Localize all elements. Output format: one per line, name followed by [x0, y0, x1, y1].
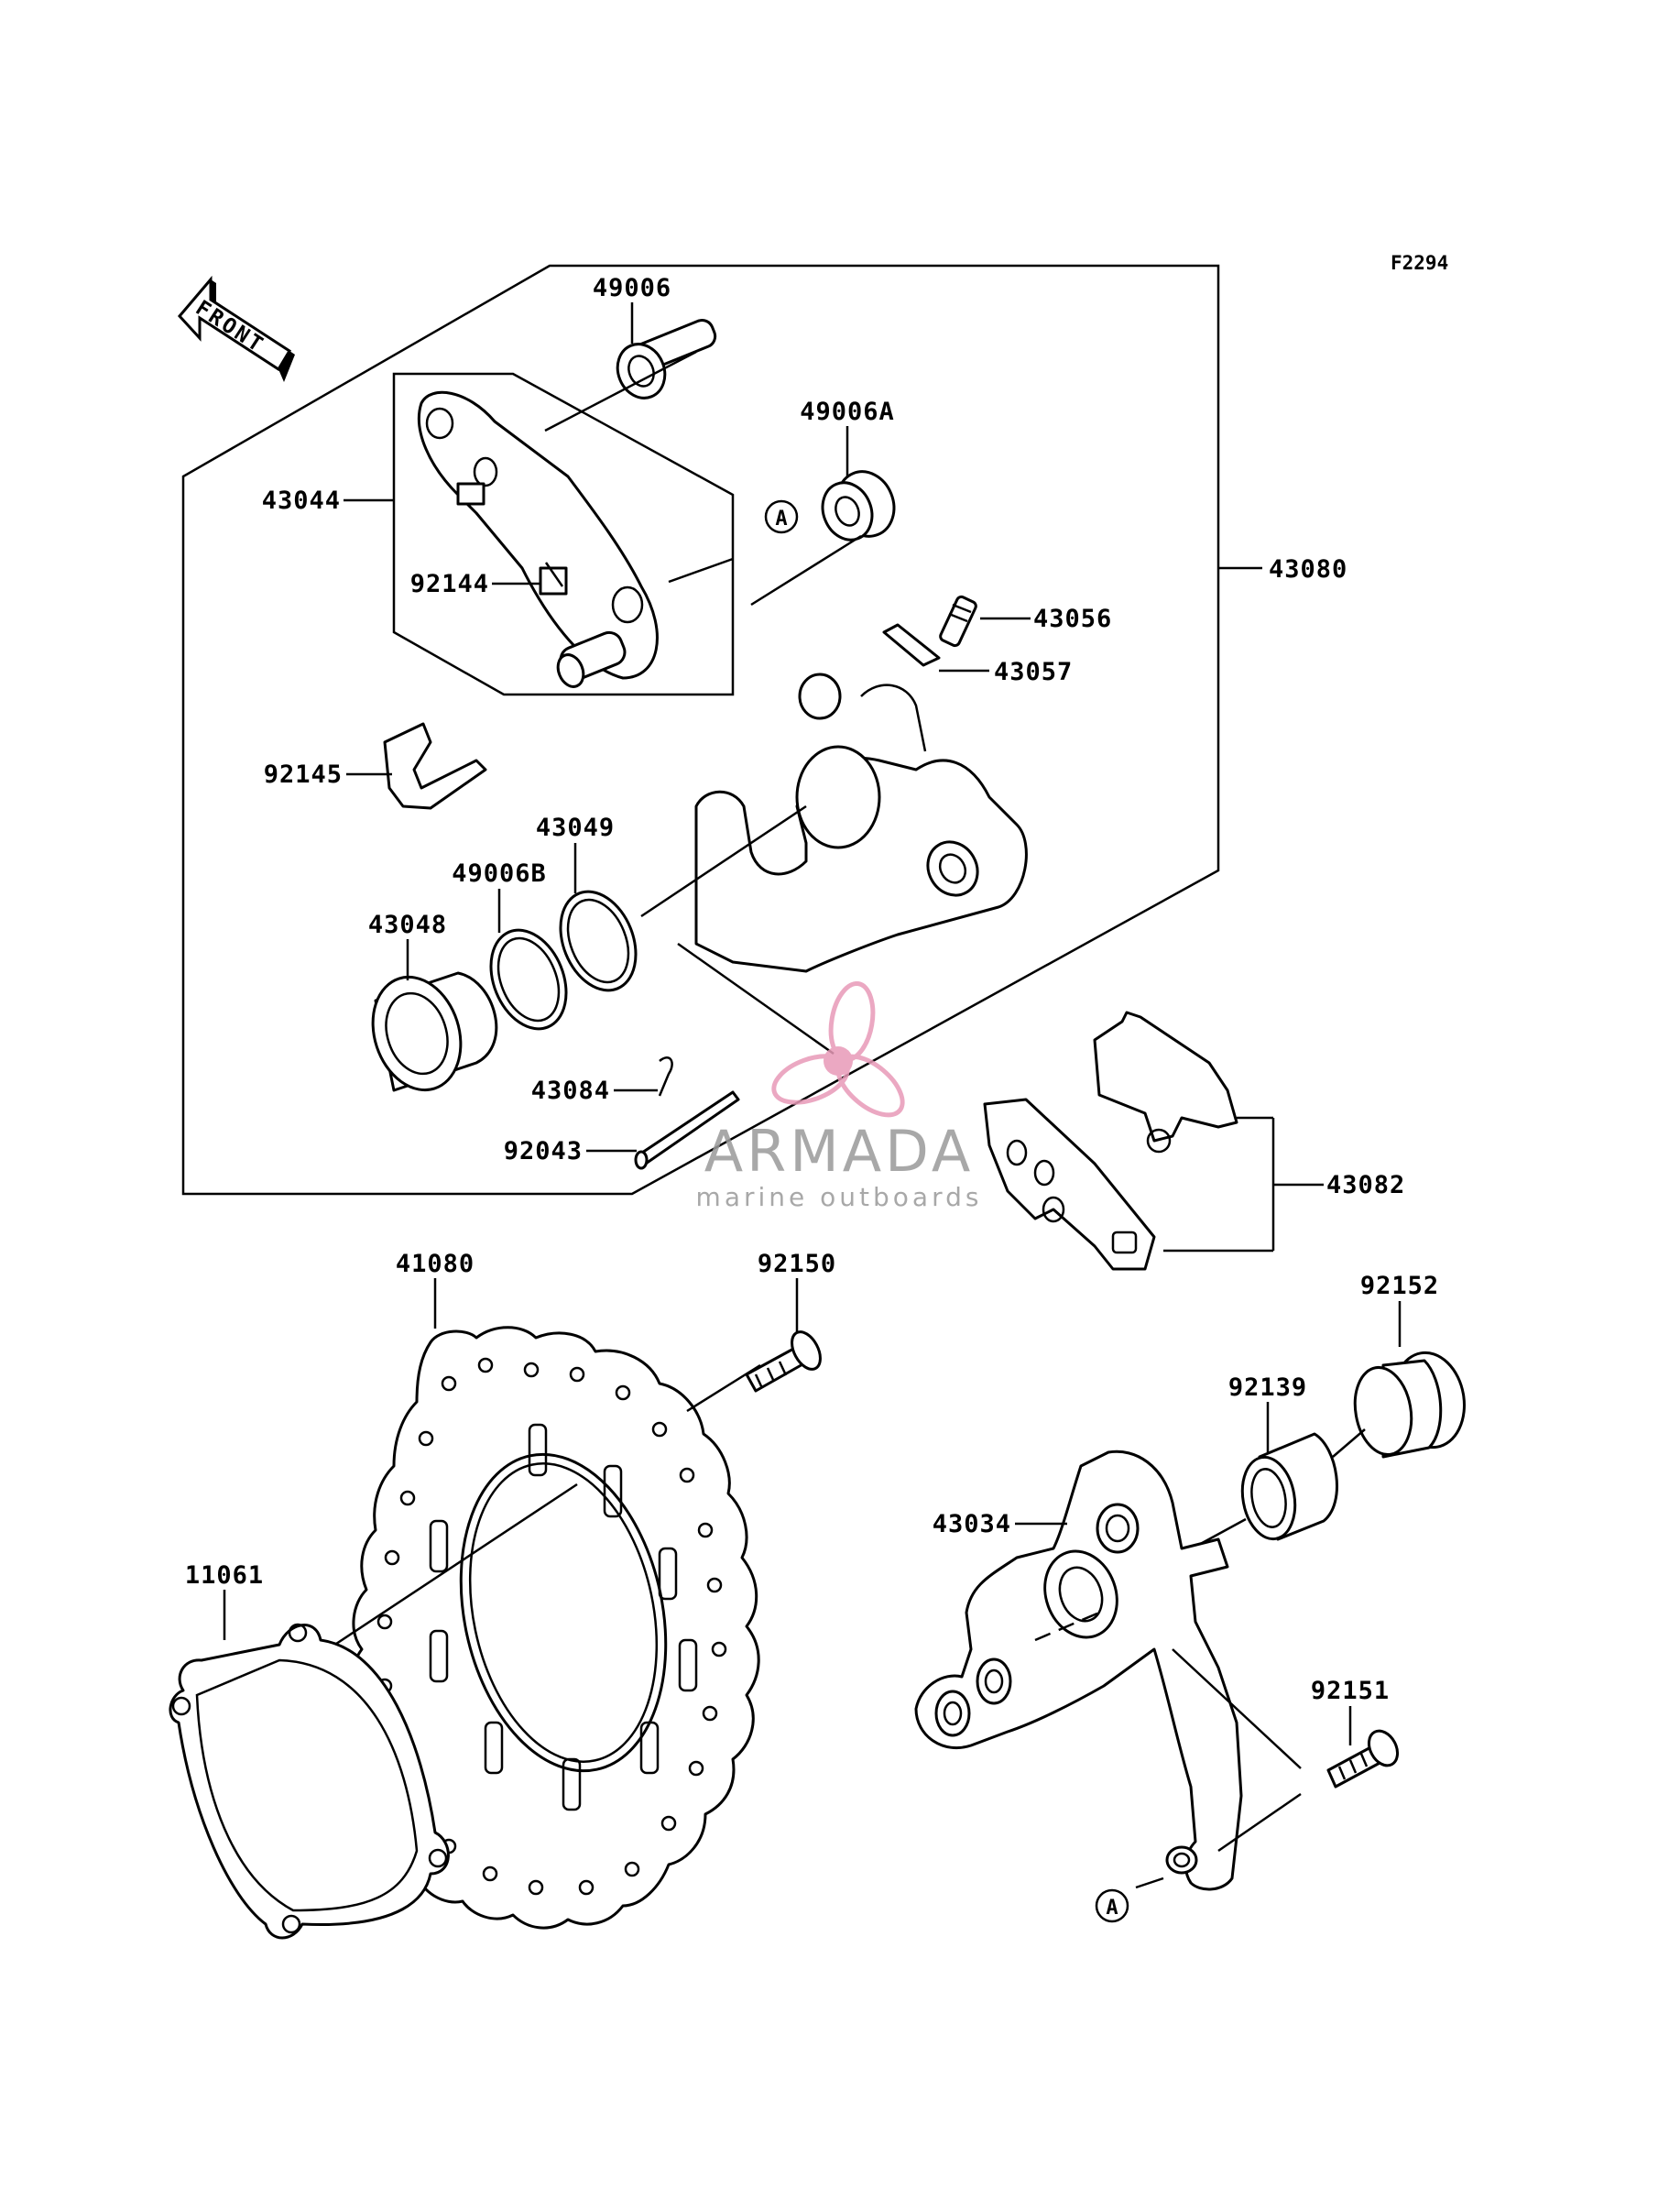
callout-92150: 92150	[758, 1250, 836, 1278]
clip-92144	[539, 562, 568, 596]
brake-disc-41080	[350, 1326, 760, 1930]
clip-pin-43084	[658, 1056, 673, 1097]
leader-bracket-pivot	[1034, 1611, 1100, 1642]
torque-bracket-43034	[914, 1450, 1243, 1891]
callout-43080: 43080	[1269, 555, 1347, 584]
callout-43057: 43057	[994, 658, 1073, 686]
leader-collar	[1332, 1428, 1366, 1458]
bleed-cap-43057	[882, 623, 941, 667]
watermark-tagline: marine outboards	[696, 1182, 983, 1212]
disc-bolt-92150	[745, 1330, 822, 1393]
callout-92151: 92151	[1311, 1677, 1390, 1705]
armada-watermark: ARMADA marine outboards	[696, 980, 983, 1212]
callout-49006a: 49006A	[800, 398, 895, 426]
callout-43082: 43082	[1326, 1171, 1405, 1199]
callout-49006b: 49006B	[452, 859, 547, 888]
piston-seal-43049	[559, 890, 638, 992]
reference-mark-a-lower-label: A	[1106, 1897, 1118, 1920]
piston-43048	[371, 971, 498, 1092]
leader-bracket-bolt-bottom	[1217, 1792, 1302, 1853]
leader-pin	[677, 942, 835, 1056]
callout-49006: 49006	[593, 274, 671, 302]
pin-boot-49006a	[821, 470, 896, 542]
callout-92043: 92043	[504, 1137, 583, 1165]
pad-spring-92145	[383, 722, 487, 810]
callout-43048: 43048	[368, 911, 447, 939]
caliper-assembly-outline	[181, 264, 1220, 1196]
callout-43084: 43084	[531, 1077, 610, 1105]
callout-92144: 92144	[410, 570, 489, 598]
front-arrow-icon: FRONT	[177, 275, 295, 382]
bracket-bolt-92151	[1326, 1729, 1400, 1789]
callout-92139: 92139	[1228, 1373, 1307, 1402]
reference-mark-a-upper: A	[764, 499, 799, 534]
leader-ref-a-lower	[1135, 1876, 1164, 1889]
callout-43056: 43056	[1033, 605, 1112, 633]
caliper-body	[694, 673, 1028, 973]
bleed-valve-43056	[939, 595, 977, 648]
dust-seal-49006b	[489, 928, 568, 1031]
pad-pin-92043	[634, 1090, 740, 1170]
leader-piston	[640, 804, 807, 918]
brake-pads-43082	[983, 1011, 1238, 1271]
front-label: FRONT	[191, 296, 269, 358]
leader-pin-a	[750, 534, 862, 607]
gasket-11061	[169, 1623, 450, 1940]
leader-bracket-bolt-top	[1172, 1648, 1302, 1769]
collar-92152	[1353, 1351, 1466, 1459]
leader-disc-gasket	[324, 1482, 578, 1653]
callout-43044: 43044	[262, 487, 341, 515]
callout-41080: 41080	[396, 1250, 475, 1278]
callout-11061: 11061	[185, 1561, 264, 1590]
bushing-92139	[1240, 1432, 1338, 1541]
propeller-logo-icon	[771, 980, 905, 1118]
reference-mark-a-upper-label: A	[775, 508, 787, 531]
watermark-brand: ARMADA	[704, 1118, 974, 1185]
caliper-bracket-43044	[417, 350, 734, 688]
callout-43049: 43049	[536, 814, 615, 842]
callout-43034: 43034	[933, 1510, 1011, 1538]
callout-92152: 92152	[1360, 1272, 1439, 1300]
diagram-code: F2294	[1391, 252, 1448, 274]
reference-mark-a-lower: A	[1095, 1888, 1129, 1923]
slide-pin-49006	[616, 318, 717, 399]
bracket-group-outline	[392, 372, 735, 696]
callout-92145: 92145	[264, 760, 343, 789]
